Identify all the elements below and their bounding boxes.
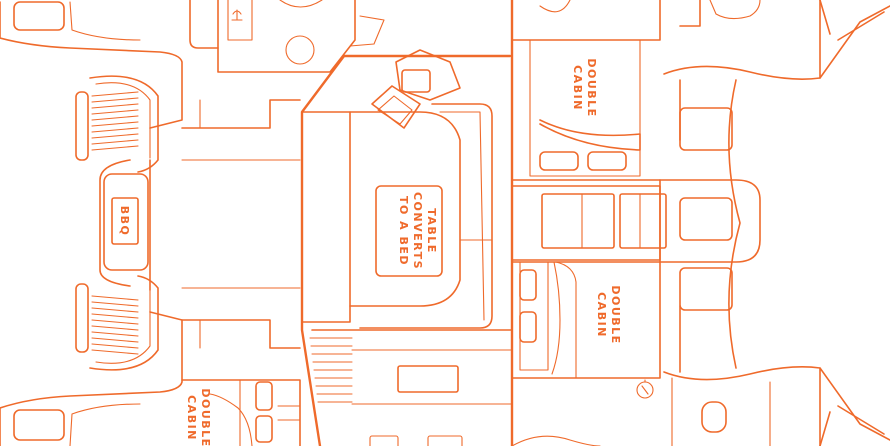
- table-label-line1: TABLE: [425, 208, 438, 254]
- stern-step-lines-top: [92, 92, 138, 150]
- cabin-right-label-line2: CABIN: [595, 292, 608, 338]
- bbq-unit: BBQ: [112, 198, 138, 244]
- cabin-top: DOUBLE CABIN: [540, 58, 640, 170]
- helm-seat-icon: [232, 10, 242, 20]
- cabin-top-label-line2: CABIN: [571, 65, 584, 111]
- stern-step-lines-bottom: [92, 296, 138, 354]
- bow-area: [660, 0, 890, 446]
- forward-hull-area: [512, 0, 760, 180]
- cabin-bottom-label-line1: DOUBLE: [199, 388, 212, 446]
- table-label-line3: TO A BED: [397, 196, 410, 266]
- saloon-step-lines: [310, 338, 352, 402]
- cabin-right: DOUBLE CABIN: [512, 262, 660, 446]
- stern-deck: BBQ: [0, 2, 300, 446]
- mid-storage: [512, 180, 666, 262]
- cabin-right-label-line1: DOUBLE: [609, 285, 622, 344]
- saloon: TABLE CONVERTS TO A BED: [302, 0, 512, 446]
- saloon-table: TABLE CONVERTS TO A BED: [376, 186, 442, 276]
- cabin-bottom-label-line2: CABIN: [185, 395, 198, 441]
- table-label-line2: CONVERTS: [411, 192, 424, 270]
- helm-station: [190, 0, 384, 72]
- bbq-label: BBQ: [118, 206, 131, 237]
- cabin-top-label-line1: DOUBLE: [585, 58, 598, 117]
- cabin-bottom: DOUBLE CABIN: [182, 380, 300, 446]
